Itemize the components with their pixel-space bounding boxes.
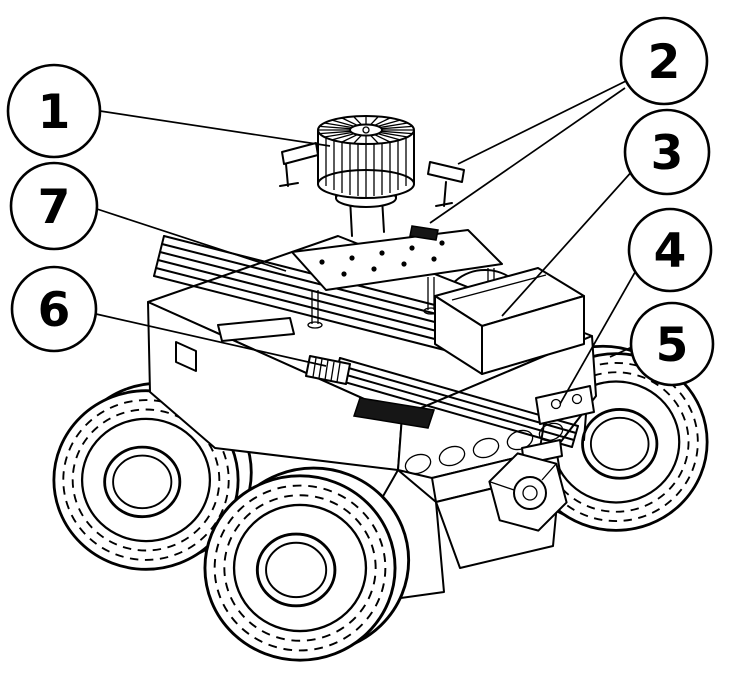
callout-5-circle [629, 301, 715, 387]
leader-line-7 [96, 208, 287, 272]
leader-line-2a [457, 79, 629, 165]
leader-line-3 [501, 168, 635, 317]
lidar-sensor [317, 115, 415, 237]
callout-1-circle [6, 63, 102, 159]
callout-6: 6 [10, 265, 98, 353]
right-mount-bracket [427, 161, 465, 207]
electronics-box [434, 267, 585, 375]
callout-2-circle [619, 16, 709, 106]
sensor-plate [291, 225, 503, 329]
leader-line-2b [429, 87, 626, 224]
left-mount-bracket [279, 142, 319, 187]
callout-5: 5 [629, 301, 715, 387]
callout-6-circle [10, 265, 98, 353]
robot-illustration [52, 115, 709, 662]
callout-7-circle [9, 161, 99, 251]
callout-4: 4 [627, 207, 713, 293]
leader-lines [95, 79, 639, 405]
callout-7: 7 [9, 161, 99, 251]
deck-connector-block [305, 355, 351, 385]
callout-1: 1 [6, 63, 102, 159]
callout-3-label: 3 [651, 126, 684, 181]
callout-3: 3 [623, 108, 711, 196]
front-camera [488, 452, 568, 532]
callout-1-label: 1 [38, 85, 71, 140]
callout-6-label: 6 [38, 283, 71, 338]
leader-line-5 [609, 346, 633, 358]
callout-4-label: 4 [654, 224, 687, 279]
callout-3-circle [623, 108, 711, 196]
callout-2-label: 2 [648, 35, 681, 90]
leader-line-4 [559, 266, 639, 405]
callout-4-circle [627, 207, 713, 293]
callout-5-label: 5 [656, 318, 689, 373]
leader-line-1 [99, 110, 331, 147]
leader-line-6 [95, 313, 327, 367]
callout-7-label: 7 [38, 180, 71, 235]
callout-2: 2 [619, 16, 709, 106]
